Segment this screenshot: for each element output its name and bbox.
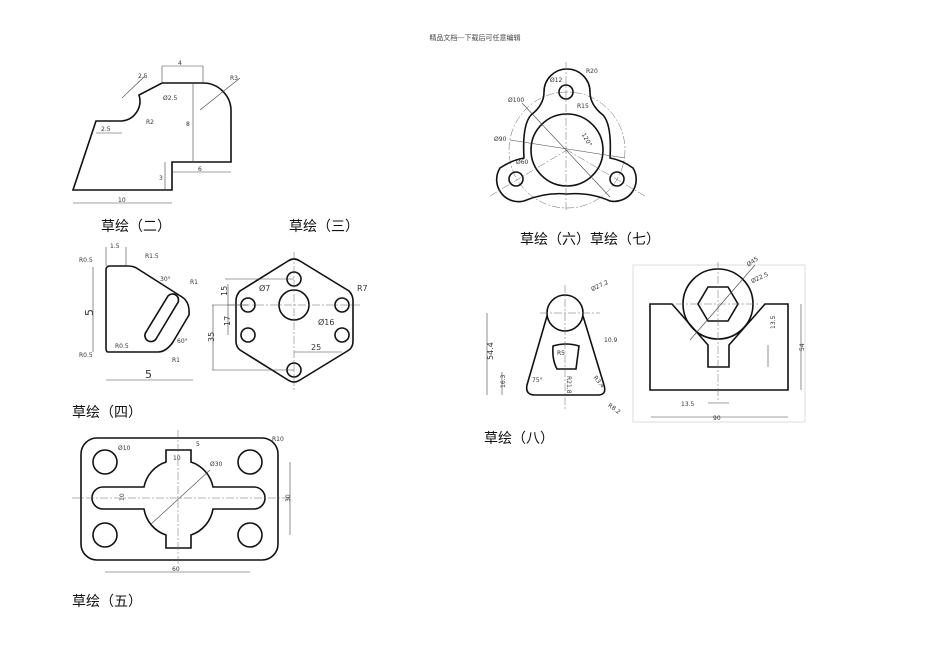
dim: 5	[196, 441, 200, 448]
dim: Ø22.5	[750, 271, 770, 285]
dim: Ø100	[508, 97, 524, 104]
dim: R0.5	[79, 352, 93, 359]
sketch-4-drawing: 1.5 R0.5 R1.5 30° R1 5 R0.5 R0.5 60° R1 …	[79, 243, 198, 381]
dim: 3	[159, 175, 163, 182]
dim: R5	[557, 350, 565, 357]
dim: R0.5	[115, 343, 129, 350]
dim: Ø27.2	[590, 279, 610, 293]
dim: 90	[713, 415, 721, 422]
dim: R1.5	[145, 253, 159, 260]
dim: 35	[207, 332, 216, 342]
dim: 1.5	[110, 243, 120, 250]
dim: R3.4	[592, 374, 606, 389]
dim: 54	[799, 343, 806, 351]
dim: R2	[146, 119, 154, 126]
dim: 5	[83, 309, 96, 316]
dim: 60°	[177, 338, 188, 345]
dim: Ø45	[746, 255, 760, 268]
dim: Ø16	[318, 317, 334, 327]
sketch-2-drawing: 4 2.5 R3 R2 2.5 8 6 3 10 Ø2.5	[71, 60, 241, 204]
page-header: 精品文档---下载后可任意编辑	[429, 34, 521, 42]
dim: 13.5	[770, 315, 777, 329]
dim: 15	[220, 286, 229, 296]
dim: R1	[172, 357, 180, 364]
dim: R0.5	[79, 257, 93, 264]
dim: 30	[285, 494, 292, 502]
dim: R10	[272, 436, 284, 443]
caption-sketch-8: 草绘（八）	[484, 431, 554, 447]
sketch-5-drawing: Ø10 5 R10 10 Ø30 10 30 60	[72, 430, 292, 573]
dim: 6	[198, 166, 202, 173]
dim: 2.5	[101, 126, 111, 133]
dim: 8	[186, 121, 190, 128]
sketch-3-drawing: 15 Ø7 R7 17 35 Ø16 25	[207, 252, 368, 390]
dim: 4	[178, 60, 182, 67]
dim: Ø60	[516, 159, 529, 166]
caption-sketch-2: 草绘（二）	[101, 219, 171, 235]
dim: R21.8	[565, 376, 572, 394]
dim: 30°	[160, 276, 171, 283]
dim: Ø7	[259, 283, 270, 293]
dim: R15	[577, 103, 589, 110]
dim: 10	[119, 493, 126, 501]
dim: 16.3	[500, 374, 507, 388]
caption-sketch-5: 草绘（五）	[72, 594, 142, 610]
dim: 120°	[580, 132, 593, 148]
caption-sketch-4: 草绘（四）	[72, 405, 142, 421]
dim: Ø30	[210, 461, 223, 468]
dim: 25	[311, 343, 321, 352]
dim: 10	[118, 197, 126, 204]
dim: R1	[190, 279, 198, 286]
sketch-8b-drawing: Ø45 Ø22.5 13.5 54 13.5 90	[632, 255, 806, 423]
dim: R7	[357, 284, 368, 293]
dim: 10	[173, 455, 181, 462]
dim: 60	[172, 566, 180, 573]
dim: 10.9	[604, 337, 618, 344]
dim: Ø2.5	[163, 95, 177, 102]
dim: R3	[230, 75, 238, 82]
dim: 54.4	[486, 342, 495, 360]
dim: Ø12	[550, 77, 563, 84]
dim: Ø90	[494, 136, 507, 143]
dim: 5	[145, 368, 152, 381]
dim: 75°	[532, 377, 543, 384]
dim: 17	[223, 316, 232, 326]
caption-sketch-6-7: 草绘（六）草绘（七）	[520, 232, 660, 248]
dim: R20	[586, 68, 598, 75]
dim: Ø10	[118, 445, 131, 452]
caption-sketch-3: 草绘（三）	[289, 219, 359, 235]
sketch-8a-drawing: Ø27.2 10.9 54.4 R5 16.3 R3.4 75° R21.8 R…	[486, 279, 622, 416]
sketch-6-7-drawing: R20 Ø12 Ø100 R15 Ø90 120° Ø60	[489, 62, 646, 210]
dim: 13.5	[681, 401, 695, 408]
dim: 2.5	[138, 73, 148, 80]
dim: R8.2	[606, 402, 621, 416]
